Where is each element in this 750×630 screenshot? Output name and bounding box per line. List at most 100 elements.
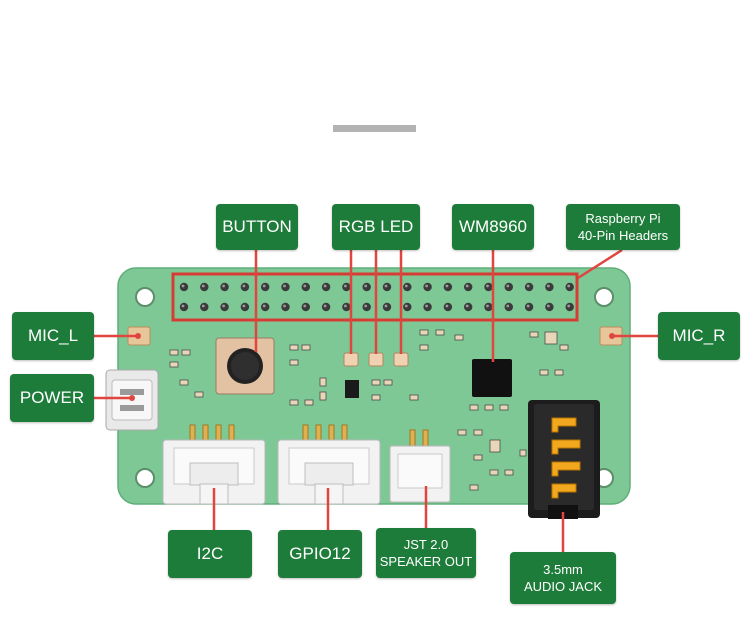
header-pin-highlight <box>364 304 368 308</box>
label-audio-jack: 3.5mm AUDIO JACK <box>510 552 616 604</box>
header-pin-highlight <box>283 304 286 308</box>
label-rpi-header: Raspberry Pi 40-Pin Headers <box>566 204 680 250</box>
smd-component <box>383 379 393 386</box>
header-pin <box>403 302 412 312</box>
header-pin-highlight <box>222 304 226 308</box>
header-pin <box>301 282 310 292</box>
header-pin <box>301 302 310 312</box>
header-pin-highlight <box>242 284 246 288</box>
label-wm8960-text: WM8960 <box>458 217 528 236</box>
header-pin-highlight <box>242 304 246 308</box>
wm8960-chip <box>472 359 512 397</box>
label-mic-l-text: MIC_L <box>27 326 79 345</box>
smd-component <box>473 429 483 436</box>
header-pin-highlight <box>323 304 327 308</box>
header-pin-highlight <box>222 284 226 288</box>
smd-component <box>169 349 179 356</box>
header-pin-highlight <box>567 284 571 288</box>
label-mic-r: MIC_R <box>658 312 740 360</box>
header-pin <box>240 282 250 292</box>
smd-component <box>181 349 191 356</box>
header-pin <box>545 282 554 292</box>
header-pin-highlight <box>486 304 489 308</box>
header-pin-highlight <box>425 284 428 288</box>
header-pin <box>362 282 371 292</box>
leader-dots <box>129 333 615 401</box>
header-pin <box>321 302 331 312</box>
header-pin <box>504 302 513 312</box>
header-pin-highlight <box>181 304 185 308</box>
header-pin <box>443 282 453 292</box>
smd-component <box>319 377 327 387</box>
label-gpio12-text: GPIO12 <box>289 544 351 563</box>
smd-component <box>457 429 467 436</box>
header-pin <box>220 282 229 292</box>
header-pin <box>321 282 331 292</box>
jst-speaker-connector <box>389 429 451 503</box>
header-pin-highlight <box>526 284 530 288</box>
header-pin-highlight <box>181 284 185 288</box>
smd-component <box>539 369 549 376</box>
header-pin-highlight <box>384 284 388 288</box>
smd-component <box>304 399 314 406</box>
smd-component <box>469 484 479 491</box>
header-pin <box>565 302 574 312</box>
header-pin-highlight <box>425 304 428 308</box>
label-jack-line2: AUDIO JACK <box>523 579 602 594</box>
header-pin-highlight <box>465 284 469 288</box>
header-pin-highlight <box>344 284 347 288</box>
label-rgb-led: RGB LED <box>332 204 420 250</box>
label-jst-line1: JST 2.0 <box>403 537 449 552</box>
header-pin <box>342 302 351 312</box>
header-pin <box>565 282 574 292</box>
smd-component <box>544 331 558 345</box>
header-pin-highlight <box>201 284 205 288</box>
label-mic-r-text: MIC_R <box>672 326 726 345</box>
smd-component <box>371 379 381 386</box>
header-pin-highlight <box>404 304 408 308</box>
label-jst-line2: SPEAKER OUT <box>379 554 473 569</box>
header-pin <box>382 282 392 292</box>
smd-component <box>289 359 299 366</box>
label-rpi-line1: Raspberry Pi <box>585 211 661 226</box>
header-pin-highlight <box>506 304 510 308</box>
header-pin-highlight <box>323 284 327 288</box>
header-pin <box>464 302 473 312</box>
smd-component <box>519 449 527 457</box>
header-pin <box>423 302 432 312</box>
header-pin-highlight <box>384 304 388 308</box>
smd-component <box>301 344 311 351</box>
header-pin <box>261 302 270 312</box>
header-pin <box>524 282 534 292</box>
header-pins <box>179 282 574 312</box>
smd-component <box>169 361 179 368</box>
smd-component <box>489 439 501 453</box>
push-button <box>215 337 275 395</box>
smd-component <box>504 469 514 476</box>
header-pin <box>220 302 229 312</box>
smd-component <box>499 404 509 411</box>
header-pin-highlight <box>526 304 530 308</box>
header-pin <box>464 282 473 292</box>
label-rgb-led-text: RGB LED <box>338 217 414 236</box>
header-pin <box>261 282 270 292</box>
header-pin <box>524 302 534 312</box>
smd-component <box>194 391 204 398</box>
label-power: POWER <box>10 374 94 422</box>
label-rpi-line2: 40-Pin Headers <box>577 228 669 243</box>
header-pin-highlight <box>486 284 489 288</box>
header-pin-highlight <box>303 304 307 308</box>
header-pin <box>382 302 392 312</box>
header-pin <box>281 302 290 312</box>
label-jst: JST 2.0 SPEAKER OUT <box>376 528 476 578</box>
header-pin-highlight <box>303 284 307 288</box>
smd-component <box>554 369 564 376</box>
label-wm8960: WM8960 <box>452 204 534 250</box>
top-divider <box>333 125 416 132</box>
label-mic-l: MIC_L <box>12 312 94 360</box>
header-pin <box>423 282 432 292</box>
smd-component <box>435 329 445 336</box>
header-pin-highlight <box>283 284 286 288</box>
rgb-leds <box>343 352 409 367</box>
